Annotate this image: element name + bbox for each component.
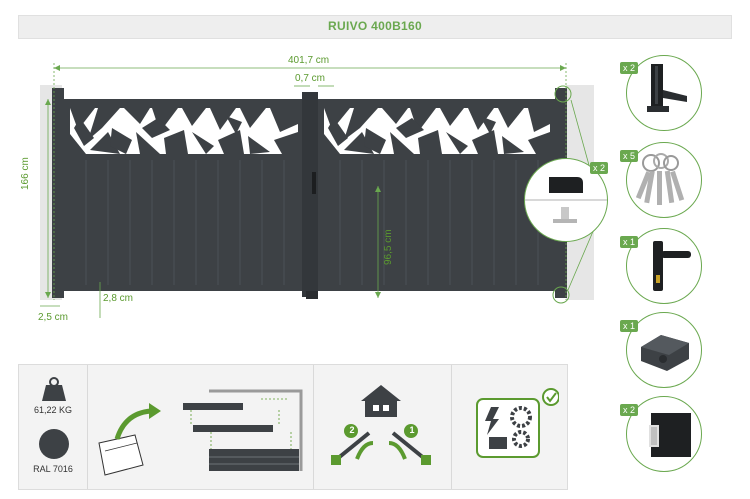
accessory-gate-stop-qty: x 1: [620, 320, 639, 332]
step-1-number: 1: [409, 425, 415, 435]
end-cap-icon: [649, 413, 691, 457]
handle-lock-icon: [653, 241, 691, 291]
stop-qty: x 2: [590, 162, 609, 174]
title-bar: RUIVO 400B160: [18, 15, 732, 39]
height-label: 166 cm: [20, 157, 31, 190]
post-offset-label: 2,5 cm: [38, 312, 69, 323]
accessory-keys-qty: x 5: [620, 150, 639, 162]
arrow-icon: [114, 408, 152, 440]
color-swatch: [39, 429, 69, 459]
bottom-clearance-label: 2,8 cm: [103, 293, 134, 304]
motorization-icon: [476, 388, 559, 458]
box-icon: [98, 434, 144, 476]
accessory-end-cap: [626, 396, 702, 472]
opening-diagram: [331, 385, 431, 465]
weight-label: 61,22 KG: [33, 405, 73, 415]
accessory-handle-lock: [626, 228, 702, 304]
step-2-badge: [344, 424, 358, 438]
step-1-badge: [404, 424, 418, 438]
product-title: RUIVO 400B160: [328, 19, 422, 33]
accessory-end-cap-qty: x 2: [620, 404, 639, 416]
hinge-icon: [647, 64, 687, 112]
accessory-hinge: [626, 55, 702, 131]
center-mullion-left: [302, 92, 310, 297]
total-width-label: 401,7 cm: [288, 55, 330, 66]
accessory-gate-stop: [626, 312, 702, 388]
info-bar: 61,22 KG RAL 7016: [18, 364, 568, 490]
color-label: RAL 7016: [33, 464, 73, 474]
gate-stop-icon: [641, 335, 689, 371]
ground-stop-icon: [525, 177, 607, 223]
left-decor-panel: [70, 108, 298, 154]
post-bottom-callout: [552, 286, 570, 304]
accessory-handle-qty: x 1: [620, 236, 639, 248]
weight-icon: [42, 377, 66, 401]
step-2-number: 2: [349, 425, 355, 435]
left-post: [52, 88, 64, 298]
post-top-callout: [554, 85, 572, 103]
house-icon: [361, 385, 401, 417]
center-stop: [306, 291, 318, 299]
gate-drawing: [40, 63, 601, 318]
lightning-icon: [485, 407, 499, 435]
gap-label: 0,7 cm: [295, 73, 326, 84]
gate-handle: [312, 172, 316, 194]
accessory-hinge-qty: x 2: [620, 62, 639, 74]
check-icon: [542, 388, 559, 406]
assembly-diagram: [98, 389, 303, 476]
handle-height-label: 96,5 cm: [383, 229, 394, 265]
accessory-keys: [626, 142, 702, 218]
keys-icon: [635, 153, 685, 205]
gear-icon: [510, 406, 532, 428]
right-decor-panel: [324, 108, 550, 154]
center-mullion-right: [310, 92, 318, 297]
